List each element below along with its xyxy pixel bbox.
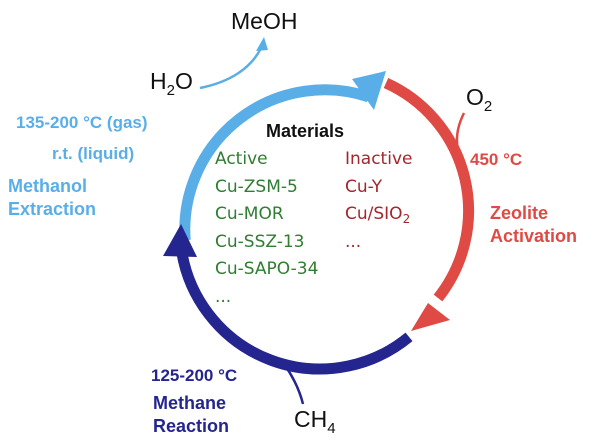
- inactive-material-subscript: 2: [402, 212, 411, 226]
- h2o-base: H: [150, 68, 167, 94]
- meoh-text: MeOH: [231, 8, 298, 34]
- active-material-item: Cu-SAPO-34: [215, 259, 319, 279]
- h2o-subscript: 2: [166, 82, 175, 99]
- inactive-header: Inactive: [345, 149, 413, 169]
- inactive-material-item: Cu/SIO2: [345, 204, 412, 232]
- reaction-arrowhead: [163, 224, 197, 257]
- activation-condition: 450 °C: [470, 150, 523, 169]
- o2-base: O: [466, 84, 484, 110]
- meoh-branch-arrowhead: [256, 37, 268, 51]
- active-material-item: Cu-MOR: [215, 204, 284, 224]
- activation-title-line2: Activation: [490, 226, 578, 246]
- extraction-condition-gas: 135-200 °C (gas): [16, 113, 148, 132]
- active-material-item: ...: [215, 286, 232, 307]
- extraction-condition-liquid: r.t. (liquid): [52, 144, 135, 163]
- o2-label: O2: [466, 84, 493, 115]
- inactive-material-item: ...: [345, 231, 362, 252]
- active-material-item: Cu-SSZ-13: [215, 231, 305, 252]
- h2o-meoh-branch-line: [199, 45, 264, 90]
- ch4-subscript: 4: [327, 420, 336, 437]
- activation-step-title: Zeolite Activation: [490, 202, 577, 248]
- inactive-materials-list: Inactive Cu-Y Cu/SIO2 ...: [345, 149, 412, 259]
- reaction-title-line2: Reaction: [153, 416, 230, 436]
- extraction-title-line2: Extraction: [8, 199, 97, 219]
- activation-title-line1: Zeolite: [490, 203, 549, 223]
- activation-arrowhead: [411, 303, 450, 331]
- reaction-step-title: Methane Reaction: [153, 392, 229, 438]
- ch4-branch-line: [282, 363, 305, 405]
- reaction-title-line1: Methane: [153, 393, 227, 413]
- meoh-label: MeOH: [231, 10, 297, 33]
- o2-branch-line: [455, 112, 466, 156]
- extraction-arc: [179, 84, 371, 241]
- materials-title: Materials: [266, 121, 345, 141]
- extraction-arrowhead: [352, 71, 386, 110]
- ch4-base: CH: [294, 406, 328, 432]
- inactive-material-item: Cu-Y: [345, 176, 383, 197]
- ch4-label: CH4: [294, 406, 336, 437]
- reaction-arc: [176, 251, 413, 375]
- active-material-item: Cu-ZSM-5: [215, 176, 298, 197]
- active-materials-list: Active Cu-ZSM-5 Cu-MOR Cu-SSZ-13 Cu-SAPO…: [215, 149, 318, 314]
- activation-arc: [383, 77, 475, 302]
- active-header: Active: [215, 149, 268, 169]
- extraction-step-title: Methanol Extraction: [8, 175, 96, 221]
- h2o-label: H2O: [150, 68, 193, 99]
- inactive-material-base: Cu/SIO: [345, 204, 403, 224]
- extraction-title-line1: Methanol: [8, 176, 87, 196]
- o2-subscript: 2: [483, 98, 493, 115]
- reaction-condition: 125-200 °C: [151, 366, 238, 385]
- h2o-tail: O: [174, 68, 193, 94]
